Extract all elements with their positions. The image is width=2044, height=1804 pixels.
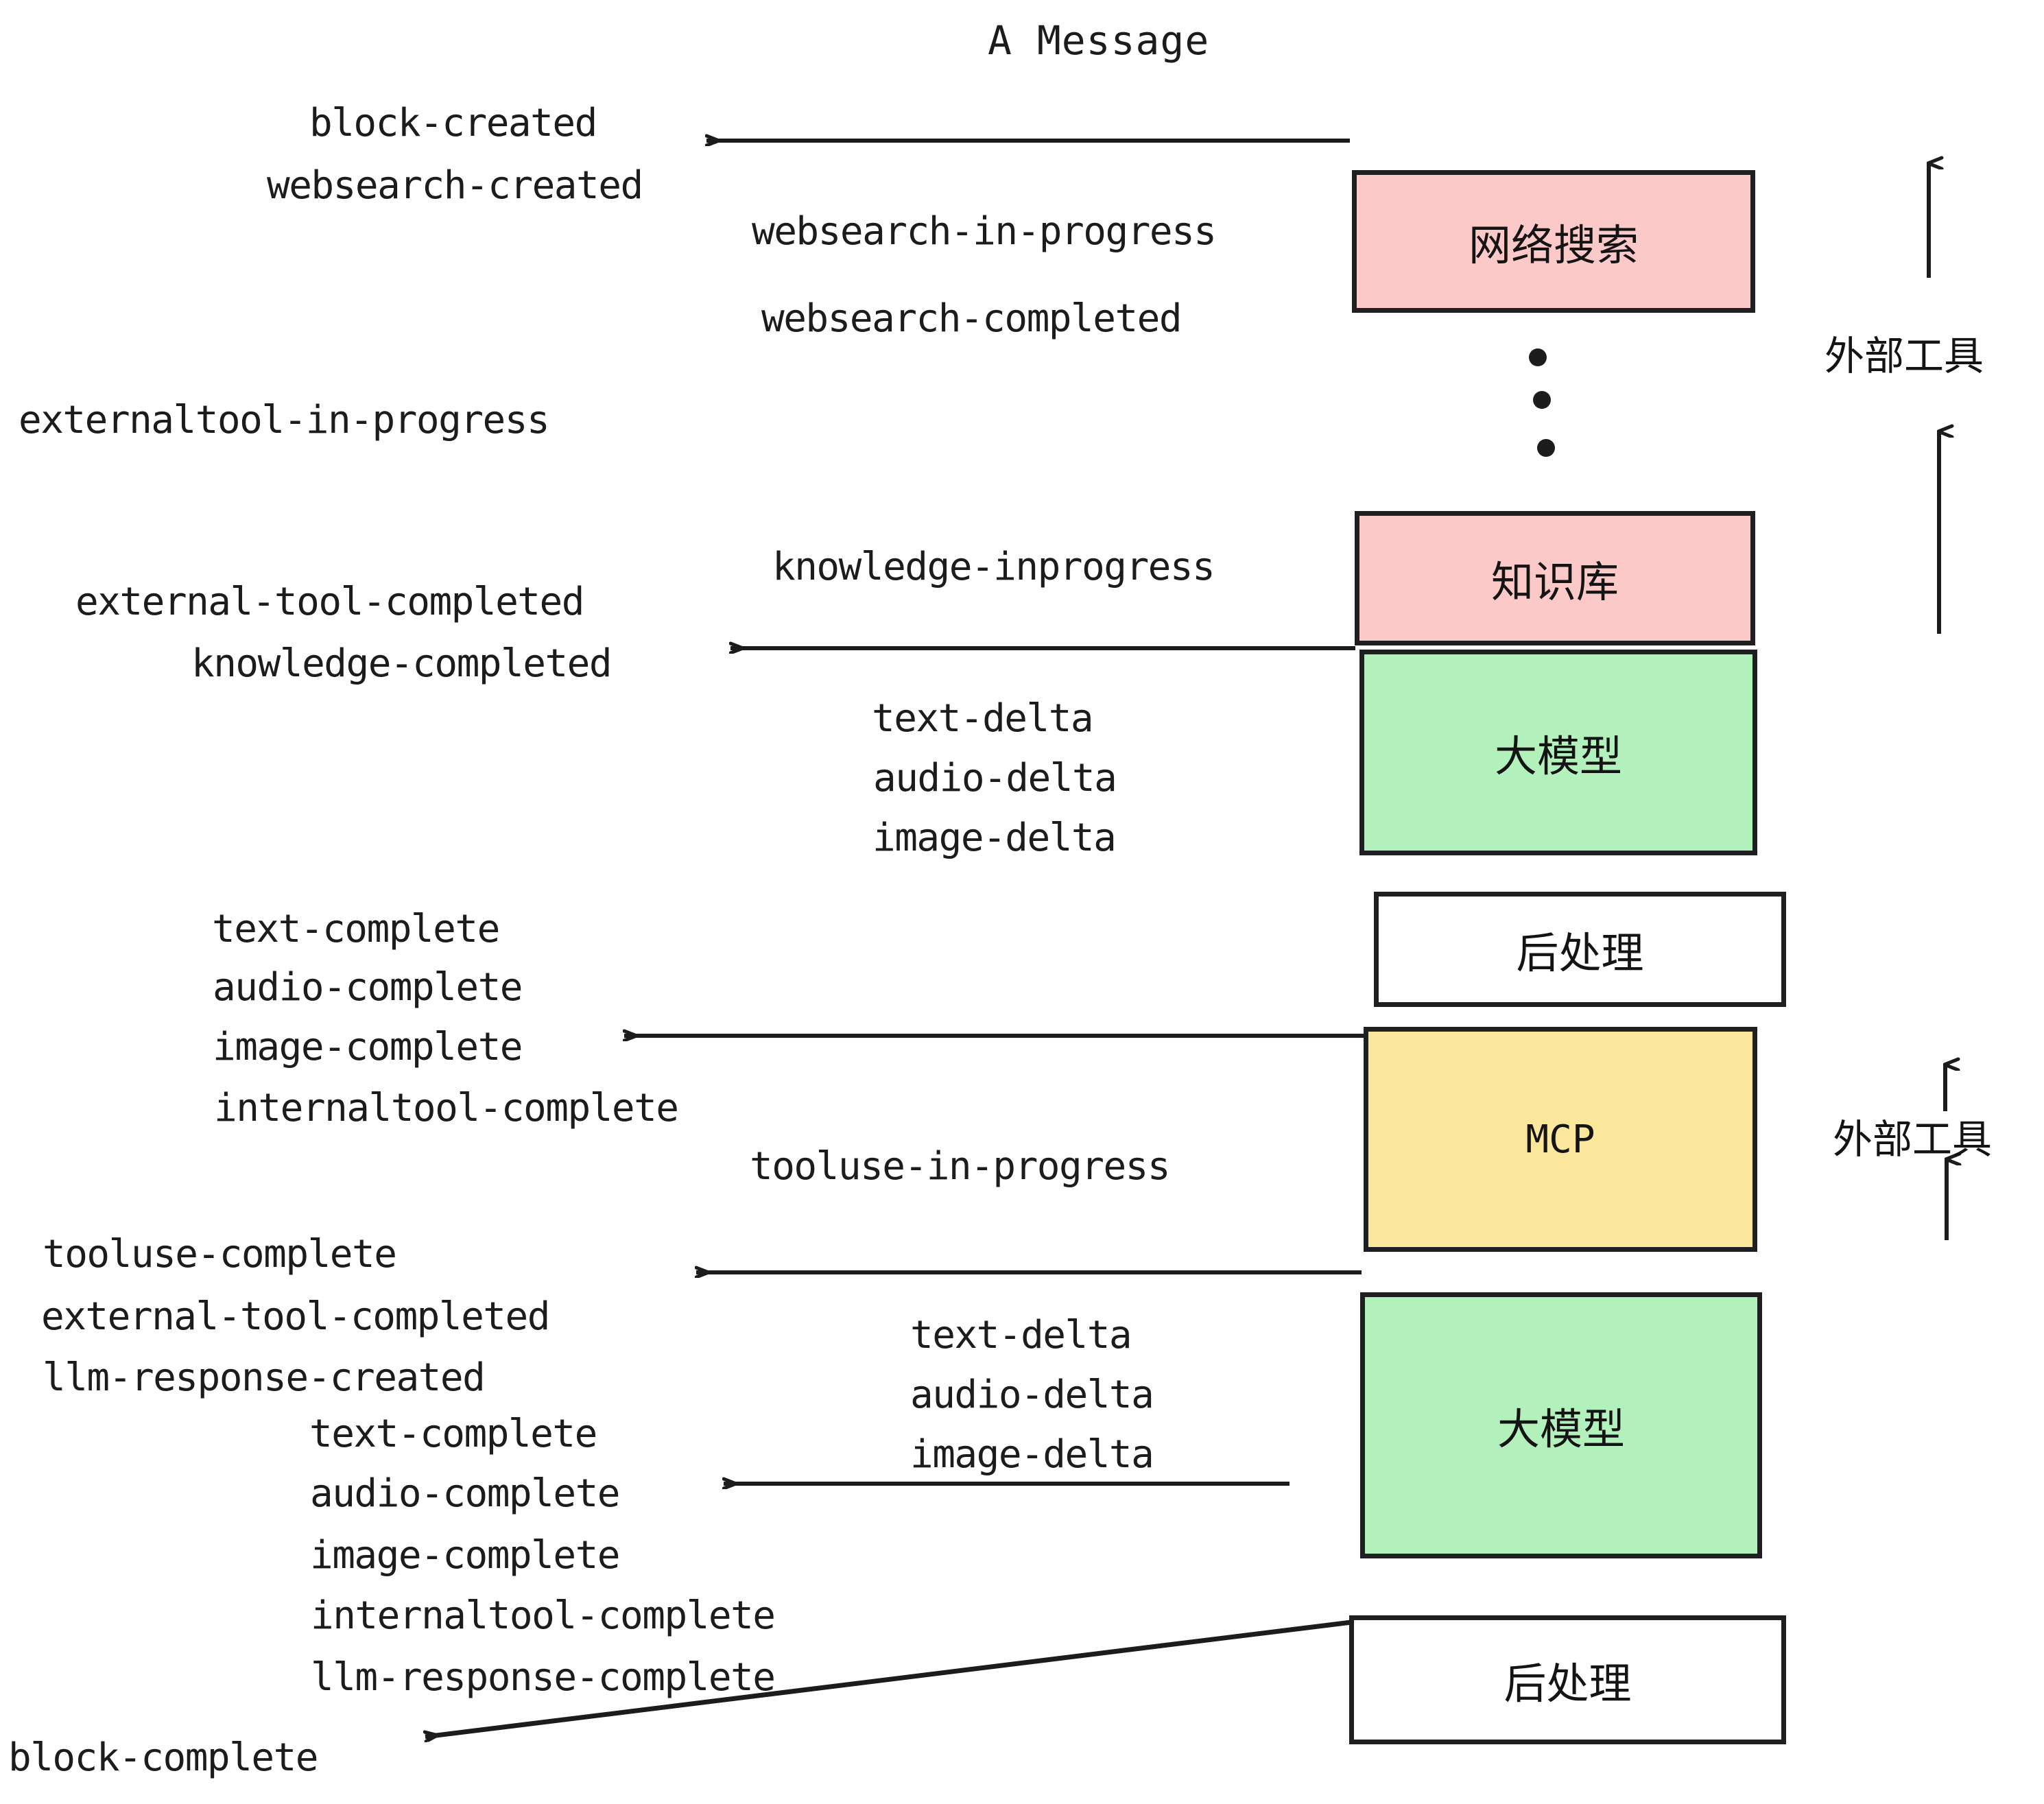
event-websearch-completed: websearch-completed: [761, 296, 1183, 341]
node-mcp-label: MCP: [1525, 1117, 1595, 1162]
event-websearch-in-progress: websearch-in-progress: [752, 209, 1217, 254]
event-image-complete-1: image-complete: [213, 1025, 523, 1069]
event-internaltool-complete-1: internaltool-complete: [214, 1086, 679, 1130]
side-label-external-tools-top: 外部工具: [1825, 333, 1984, 379]
event-text-delta-1: text-delta: [872, 696, 1094, 741]
event-block-complete: block-complete: [8, 1735, 319, 1780]
event-externaltool-in-progress: externaltool-in-progress: [19, 398, 550, 442]
diagram-title: A Message: [988, 17, 1210, 64]
event-llm-response-created: llm-response-created: [43, 1355, 486, 1400]
node-llm-2[interactable]: 大模型: [1360, 1292, 1762, 1558]
node-postprocess-2-label: 后处理: [1504, 1659, 1632, 1709]
event-text-delta-2: text-delta: [910, 1313, 1132, 1357]
arrow-post2-to-block-complete: [425, 1619, 1352, 1737]
event-external-tool-completed-1: external-tool-completed: [75, 580, 584, 624]
node-knowledge[interactable]: 知识库: [1355, 511, 1755, 645]
side-label-external-tools-bottom: 外部工具: [1833, 1116, 1993, 1163]
node-websearch[interactable]: 网络搜索: [1352, 170, 1755, 313]
node-llm-1[interactable]: 大模型: [1359, 650, 1757, 855]
event-image-delta-2: image-delta: [910, 1432, 1154, 1477]
event-image-complete-2: image-complete: [310, 1533, 621, 1578]
event-text-complete-2: text-complete: [309, 1412, 597, 1456]
event-tooluse-complete: tooluse-complete: [43, 1232, 397, 1277]
event-audio-delta-2: audio-delta: [910, 1373, 1154, 1417]
event-websearch-created: websearch-created: [267, 163, 643, 208]
event-knowledge-inprogress: knowledge-inprogress: [772, 545, 1215, 589]
event-external-tool-completed-2: external-tool-completed: [41, 1294, 550, 1339]
node-knowledge-label: 知识库: [1490, 557, 1619, 607]
event-text-complete-1: text-complete: [212, 907, 500, 951]
event-knowledge-completed: knowledge-completed: [191, 641, 613, 686]
event-tooluse-in-progress: tooluse-in-progress: [750, 1144, 1171, 1189]
event-audio-delta-1: audio-delta: [873, 756, 1117, 800]
node-llm-1-label: 大模型: [1494, 731, 1622, 781]
node-mcp[interactable]: MCP: [1364, 1027, 1757, 1252]
ellipsis-dot-2: [1533, 391, 1551, 409]
event-block-created: block-created: [309, 101, 597, 145]
node-postprocess-1[interactable]: 后处理: [1374, 892, 1786, 1007]
node-llm-2-label: 大模型: [1497, 1404, 1625, 1454]
event-internaltool-complete-2: internaltool-complete: [311, 1593, 776, 1638]
node-postprocess-1-label: 后处理: [1516, 928, 1644, 978]
ellipsis-dot-1: [1529, 348, 1547, 366]
ellipsis-dot-3: [1537, 439, 1555, 457]
event-audio-complete-1: audio-complete: [213, 965, 523, 1010]
event-llm-response-complete: llm-response-complete: [311, 1655, 776, 1700]
event-image-delta-1: image-delta: [872, 816, 1117, 860]
event-audio-complete-2: audio-complete: [310, 1471, 621, 1516]
node-postprocess-2[interactable]: 后处理: [1349, 1615, 1786, 1744]
node-websearch-label: 网络搜索: [1468, 220, 1639, 270]
